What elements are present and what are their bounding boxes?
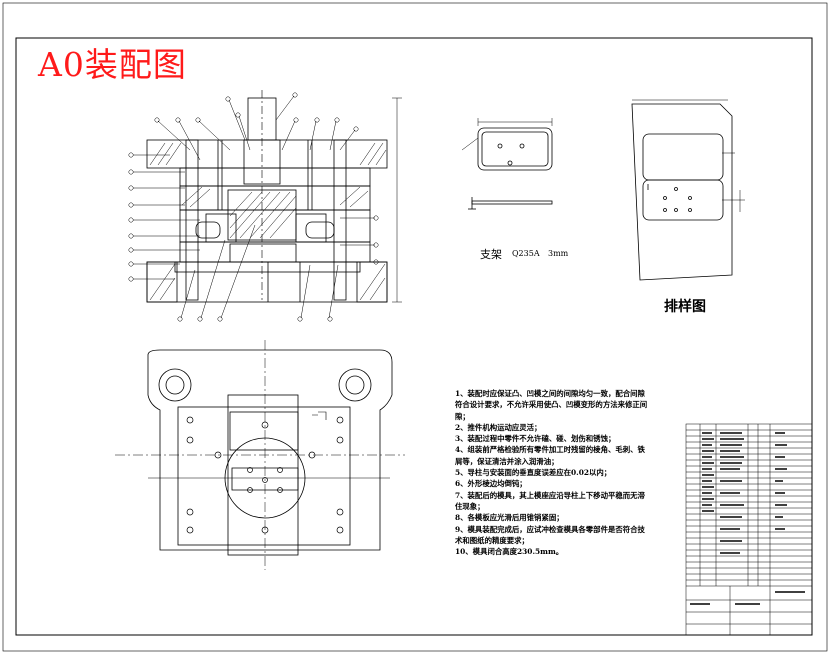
- note-item: 7、装配后的模具，其上模座应沿导柱上下移动平稳而无滞住现象；: [455, 490, 645, 511]
- inner-border: [15, 37, 813, 636]
- bracket-material: Q235A: [512, 249, 540, 258]
- bracket-thickness: 3mm: [548, 249, 569, 258]
- note-item: 2、推件机构运动应灵活；: [455, 422, 542, 432]
- strip-layout-label: 排样图: [664, 299, 706, 315]
- note-item: 1、装配时应保证凸、凹模之间的间隙均匀一致，配合间隙符合设计要求，不允许采用使凸…: [455, 389, 648, 421]
- note-item: 4、组装前严格检验所有零件加工时残留的棱角、毛刺、铁屑等，保证清洁并涂入润滑油；: [455, 445, 645, 466]
- technical-requirements: 1、装配时应保证凸、凹模之间的间隙均匀一致，配合间隙符合设计要求，不允许采用使凸…: [455, 388, 650, 557]
- plan-view: [115, 340, 405, 570]
- parts-list-table: [685, 423, 813, 636]
- drawing-title: A0装配图: [38, 45, 187, 84]
- note-item: 9、模具装配完成后，应试冲检查模具各零部件是否符合技术和图纸的精度要求；: [455, 524, 645, 545]
- note-item: 10、模具闭合高度230.5mm。: [455, 547, 564, 557]
- assembly-section-view: [146, 90, 388, 303]
- note-item: 6、外形棱边均倒钝；: [455, 479, 527, 489]
- note-item: 8、各模板应光滑后用锥销紧固；: [455, 513, 564, 523]
- bracket-part-view: [461, 118, 553, 210]
- note-item: 5、导柱与安装面的垂直度误差应在0.02以内；: [455, 468, 612, 478]
- note-item: 3、装配过程中零件不允许磕、碰、划伤和锈蚀；: [455, 434, 616, 444]
- strip-layout-view: [631, 99, 745, 281]
- bracket-label: 支架: [480, 248, 502, 261]
